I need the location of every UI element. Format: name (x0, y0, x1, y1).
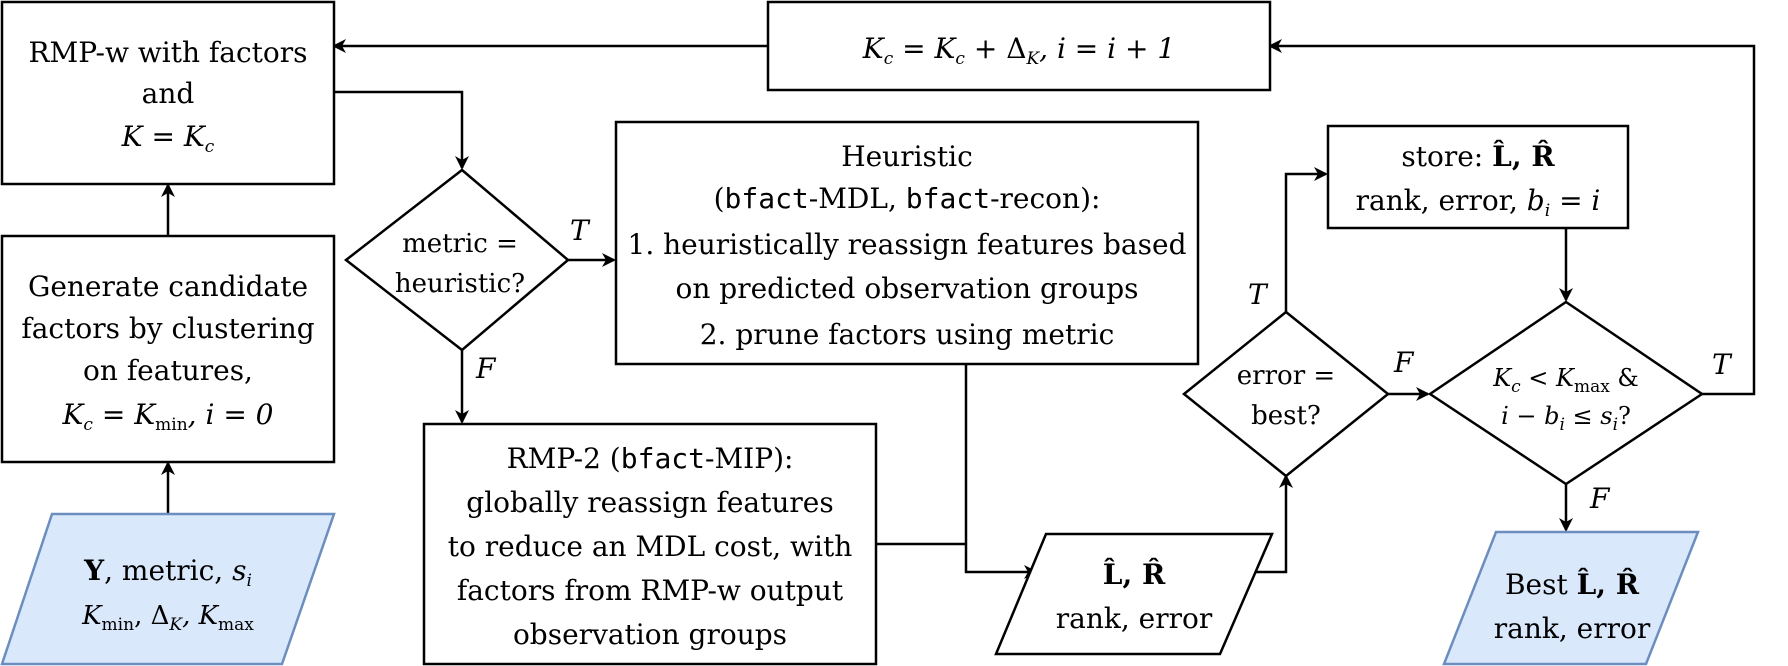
label-loop-true: T (1712, 348, 1733, 381)
edge-heuristic-to-result (964, 364, 1038, 579)
node-generate-candidates (0, 234, 336, 464)
edge-loop-true-to-update (1268, 39, 1756, 396)
heuristic-title: Heuristic (841, 140, 973, 173)
heuristic-step1: 1. heuristically reassign features based (628, 228, 1187, 261)
store-line2: rank, error, bi = i (1356, 184, 1601, 221)
rmp2-line5: observation groups (513, 618, 787, 651)
error-decision-line1: error = (1237, 361, 1335, 391)
input-line2: Kmin, ΔK, Kmax (81, 601, 254, 635)
label-loop-false: F (1589, 482, 1611, 515)
rmp2-title: RMP-2 (bfact-MIP): (507, 442, 794, 475)
edge-result-to-error-decision (1246, 474, 1293, 574)
error-decision-line2: best? (1251, 401, 1321, 431)
rmpw-line1: RMP-w with factors (28, 36, 307, 69)
node-input-data (0, 512, 336, 666)
best-line1: Best L̂, R̂ (1505, 568, 1640, 601)
loop-decision-line1: Kc < Kmax & (1492, 364, 1639, 397)
node-best-output (1442, 530, 1700, 666)
label-error-false: F (1393, 346, 1415, 379)
store-line1: store: L̂, R̂ (1401, 140, 1555, 173)
best-line2: rank, error (1494, 612, 1651, 645)
label-metric-true: T (570, 214, 591, 247)
generate-line2: factors by clustering (21, 312, 314, 345)
rmp2-line4: factors from RMP-w output (457, 574, 844, 607)
update-kc-formula: Kc = Kc + ΔK, i = i + 1 (862, 32, 1175, 69)
label-error-true: T (1248, 278, 1269, 311)
generate-line3: on features, (83, 354, 253, 387)
input-line1: Y, metric, si (83, 554, 252, 591)
node-result (994, 532, 1274, 656)
label-metric-false: F (475, 352, 497, 385)
heuristic-step1-cont: on predicted observation groups (676, 272, 1139, 305)
rmpw-line3: K = Kc (121, 120, 215, 157)
edges (161, 39, 1756, 579)
node-rmp2 (422, 422, 878, 666)
node-rmpw (0, 0, 336, 186)
metric-decision-line2: heuristic? (395, 269, 525, 299)
node-metric-decision (343, 168, 570, 352)
edge-rmpw-to-metric-decision (334, 90, 469, 170)
edge-error-true-to-store (1284, 167, 1328, 312)
metric-decision-line1: metric = (402, 229, 518, 259)
node-store (1326, 124, 1630, 230)
loop-decision-line2: i − bi ≤ si? (1501, 402, 1631, 435)
result-line1: L̂, R̂ (1103, 558, 1166, 591)
result-line2: rank, error (1056, 602, 1213, 635)
heuristic-methods: (bfact-MDL, bfact-recon): (714, 182, 1101, 215)
rmp2-line2: globally reassign features (466, 486, 833, 519)
generate-line4: Kc = Kmin, i = 0 (62, 398, 274, 435)
generate-line1: Generate candidate (28, 270, 308, 303)
node-loop-decision (1427, 300, 1705, 486)
rmp2-line3: to reduce an MDL cost, with (448, 530, 852, 563)
node-error-decision (1182, 310, 1390, 478)
rmpw-line2: and (142, 77, 195, 110)
heuristic-step2: 2. prune factors using metric (700, 318, 1115, 351)
node-heuristic (614, 120, 1200, 366)
node-update-kc (766, 0, 1272, 92)
